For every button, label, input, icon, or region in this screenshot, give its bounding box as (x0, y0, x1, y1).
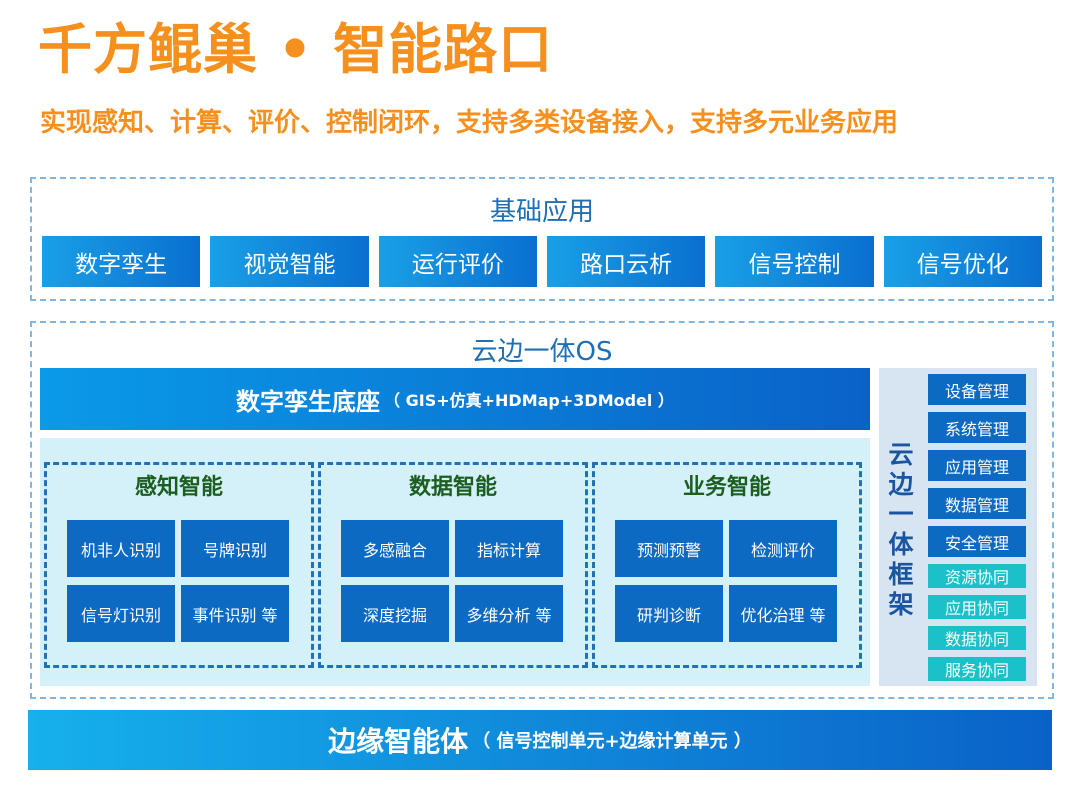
management-item: 设备管理 (928, 374, 1026, 405)
app-visual-intelligence: 视觉智能 (210, 236, 369, 287)
app-signal-control: 信号控制 (715, 236, 874, 287)
function-box: 检测评价 (729, 520, 837, 577)
app-digital-twin: 数字孪生 (42, 236, 201, 287)
app-operation-evaluation: 运行评价 (378, 236, 537, 287)
function-box: 深度挖掘 (341, 585, 449, 642)
edge-agent-label: 边缘智能体 (328, 725, 469, 758)
digital-twin-base-detail: （ GIS+仿真+HDMap+3DModel ） (384, 391, 674, 410)
group-title: 业务智能 (682, 475, 771, 500)
app-signal-optimization: 信号优化 (883, 236, 1042, 287)
framework-title-char: 框 (888, 560, 914, 589)
edge-agent-detail: （ 信号控制单元+边缘计算单元 ） (472, 731, 752, 752)
page-subtitle: 实现感知、计算、评价、控制闭环，支持多类设备接入，支持多元业务应用 (40, 108, 899, 138)
framework-title-char: 一 (888, 500, 914, 529)
function-box: 信号灯识别 (67, 585, 175, 642)
group-title: 感知智能 (134, 475, 223, 500)
framework-title-char: 边 (888, 470, 914, 499)
function-box: 优化治理 等 (729, 585, 837, 642)
function-box: 研判诊断 (615, 585, 723, 642)
basic-apps-title: 基础应用 (489, 197, 594, 227)
collaboration-item: 应用协同 (928, 595, 1026, 619)
function-box: 预测预警 (615, 520, 723, 577)
app-intersection-cloud-analysis: 路口云析 (546, 236, 706, 287)
digital-twin-base-bar: 数字孪生底座 （ GIS+仿真+HDMap+3DModel ） (40, 368, 870, 430)
edge-intelligent-agent-bar: 边缘智能体 （ 信号控制单元+边缘计算单元 ） (28, 710, 1052, 770)
group-title: 数据智能 (408, 475, 497, 500)
management-item: 系统管理 (928, 412, 1026, 443)
basic-apps-row: 数字孪生 视觉智能 运行评价 路口云析 信号控制 信号优化 (42, 236, 1042, 287)
framework-title-char: 架 (888, 590, 914, 619)
collaboration-item: 资源协同 (928, 564, 1026, 588)
function-box: 号牌识别 (181, 520, 289, 577)
page-title: 千方鲲巢 • 智能路口 (38, 18, 554, 81)
framework-title-char: 体 (888, 530, 914, 559)
collaboration-item: 数据协同 (928, 626, 1026, 650)
function-box: 事件识别 等 (181, 585, 289, 642)
cloud-edge-framework-title: 云 边 一 体 框 架 (882, 440, 920, 620)
framework-title-char: 云 (888, 440, 914, 469)
basic-apps-panel: 基础应用 数字孪生 视觉智能 运行评价 路口云析 信号控制 信号优化 (30, 177, 1054, 301)
cloud-edge-os-title: 云边一体OS (471, 337, 613, 367)
management-item: 安全管理 (928, 526, 1026, 557)
management-item: 应用管理 (928, 450, 1026, 481)
collaboration-item: 服务协同 (928, 657, 1026, 681)
digital-twin-base-label: 数字孪生底座 (236, 387, 381, 416)
function-box: 指标计算 (455, 520, 563, 577)
function-box: 机非人识别 (67, 520, 175, 577)
function-box: 多维分析 等 (455, 585, 563, 642)
management-item: 数据管理 (928, 488, 1026, 519)
function-box: 多感融合 (341, 520, 449, 577)
